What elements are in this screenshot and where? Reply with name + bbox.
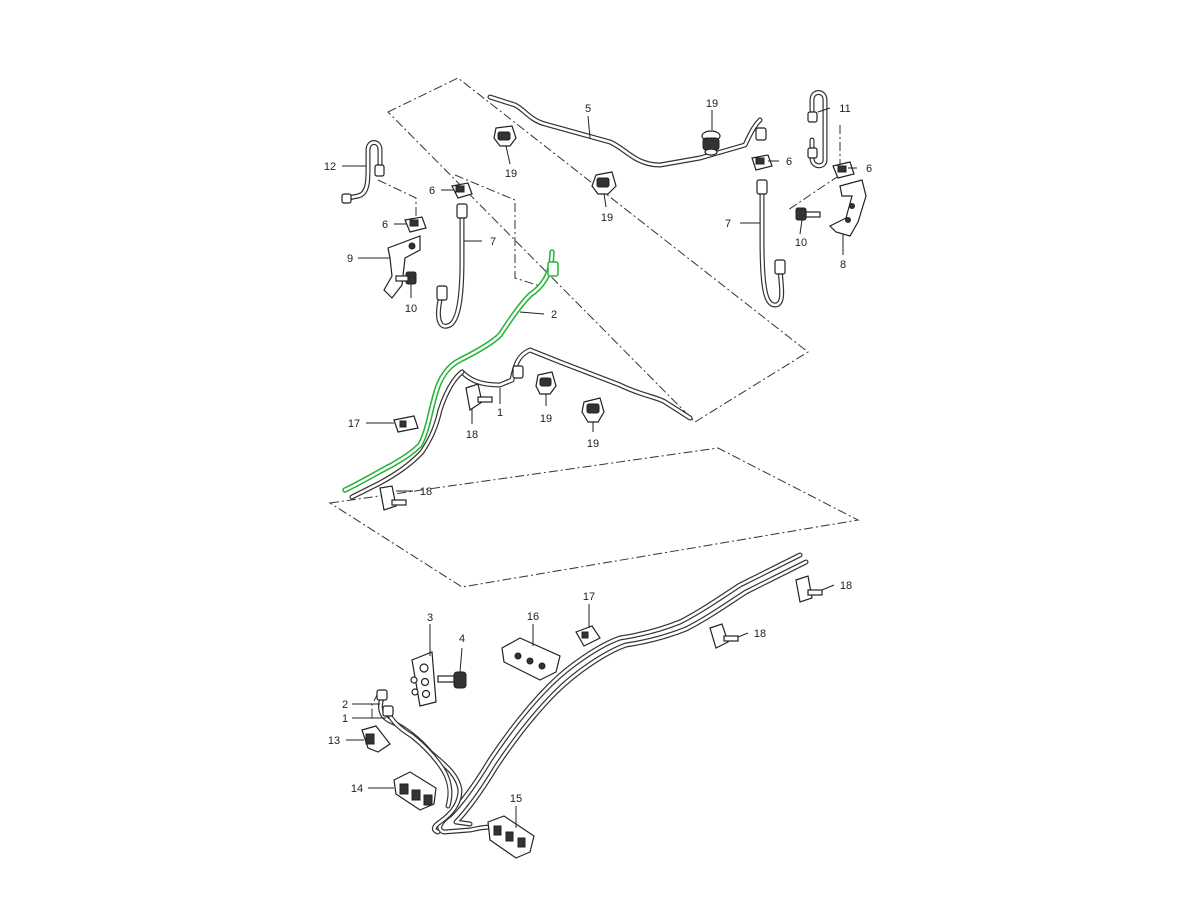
bracket-8: [828, 179, 867, 237]
guide-line-left: [454, 174, 541, 287]
clip-6-a: [451, 182, 473, 199]
brake-pipe-11: [807, 90, 828, 169]
callout-6: 6: [382, 219, 388, 231]
callout-5: 5: [585, 103, 591, 115]
clip-18-lower-b: [709, 623, 739, 649]
clip-19-upper-a: [493, 125, 517, 147]
clip-17-middle: [393, 415, 419, 433]
clip-13: [361, 725, 391, 753]
clip-6-b: [404, 216, 427, 233]
guide-line-bracket-right: [787, 125, 841, 211]
bracket-3: [410, 651, 437, 707]
brake-pipe-1-left-run: [349, 369, 465, 500]
callout-11: 11: [839, 103, 850, 115]
clip-18-middle-a: [465, 383, 493, 412]
clip-19-middle-b: [581, 397, 605, 423]
callout-9: 9: [347, 253, 353, 265]
clip-17-lower: [575, 625, 601, 647]
clip-block-14: [393, 771, 437, 811]
brake-pipe-1-upper: [459, 347, 693, 421]
bracket-9: [383, 235, 421, 299]
brake-pipe-5: [487, 94, 767, 168]
brake-pipe-2-highlighted: [342, 249, 559, 493]
pipe-5-fitting: [755, 127, 767, 141]
bolt-10-right: [795, 207, 821, 221]
callout-4: 4: [459, 633, 465, 645]
callout-6: 6: [786, 156, 792, 168]
callout-1: 1: [342, 713, 348, 725]
callout-10: 10: [795, 237, 807, 249]
clip-19-upper-b: [591, 171, 617, 195]
callout-7: 7: [725, 218, 731, 230]
callout-3: 3: [427, 612, 433, 624]
brake-hose-7-left: [435, 203, 468, 329]
grommet-19-upper-c: [701, 130, 721, 156]
brake-pipe-12: [341, 140, 385, 204]
guide-line-bracket-left: [377, 179, 417, 216]
callout-19: 19: [601, 212, 613, 224]
callout-19: 19: [706, 98, 718, 110]
callout-2: 2: [551, 309, 557, 321]
bolt-4: [437, 671, 467, 689]
callout-8: 8: [840, 259, 846, 271]
callout-6: 6: [866, 163, 872, 175]
callout-6: 6: [429, 185, 435, 197]
brake-hose-7-right: [756, 179, 786, 308]
clip-19-middle-a: [535, 371, 557, 395]
callout-7: 7: [490, 236, 496, 248]
callout-14: 14: [351, 783, 363, 795]
callout-18: 18: [466, 429, 478, 441]
callout-17: 17: [348, 418, 360, 430]
lower-section-outline: [328, 447, 860, 588]
callout-labels: 5 19 11 12 19 6 6 6 19 6 7 7 10 9 8 10 2…: [324, 98, 872, 805]
callout-19: 19: [540, 413, 552, 425]
callout-12: 12: [324, 161, 336, 173]
clip-6-d: [832, 161, 855, 179]
callout-16: 16: [527, 611, 539, 623]
upper-section-outline: [387, 77, 809, 423]
callout-10: 10: [405, 303, 417, 315]
guide-line-lower-left: [371, 692, 379, 720]
clip-18-middle-b: [379, 485, 407, 511]
section-outlines: [328, 77, 860, 720]
callout-19: 19: [505, 168, 517, 180]
lower-left-pipes: [376, 689, 463, 835]
clip-18-lower-a: [795, 575, 823, 603]
clip-6-c: [751, 154, 773, 171]
clip-block-16: [501, 637, 561, 681]
leader-lines: [342, 107, 857, 828]
callout-2: 2: [342, 699, 348, 711]
callout-17: 17: [583, 591, 595, 603]
callout-15: 15: [510, 793, 522, 805]
callout-18: 18: [754, 628, 766, 640]
clip-block-15: [487, 815, 535, 859]
callout-13: 13: [328, 735, 340, 747]
callout-1: 1: [497, 407, 503, 419]
callout-18: 18: [420, 486, 432, 498]
lower-main-pipes: [437, 552, 809, 835]
callout-18: 18: [840, 580, 852, 592]
callout-19: 19: [587, 438, 599, 450]
